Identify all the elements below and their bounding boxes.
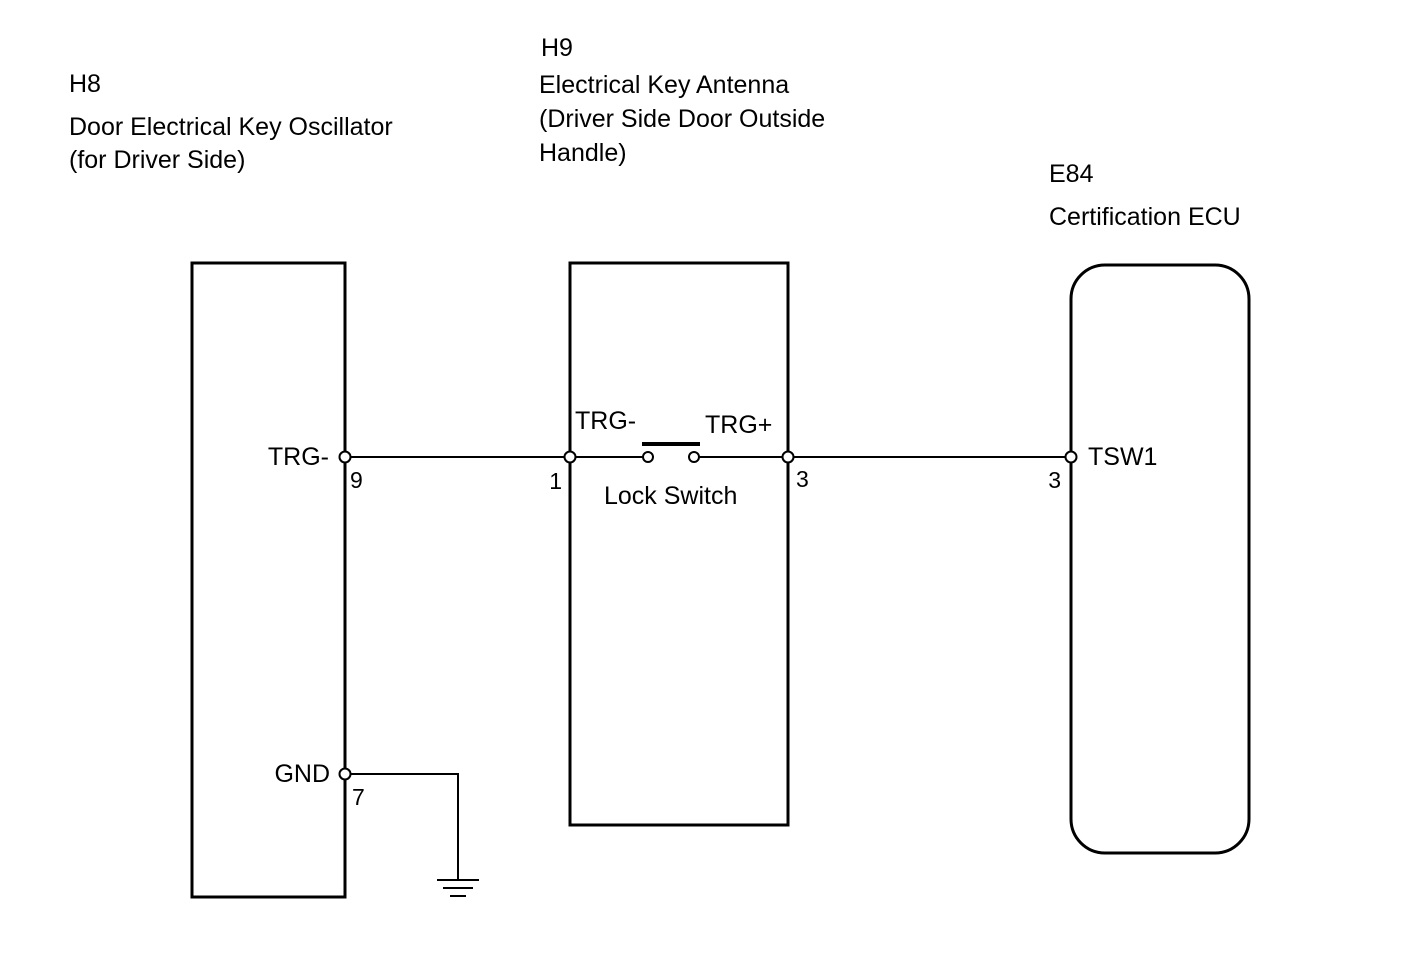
h8-code: H8 xyxy=(69,70,101,98)
h9-antenna-box xyxy=(568,261,790,827)
e84-name-line-1: Certification ECU xyxy=(1049,203,1241,231)
h9-code: H9 xyxy=(541,34,573,62)
h9-pin-1-terminal xyxy=(563,450,577,464)
h9-pin-3-number: 3 xyxy=(796,466,809,492)
e84-pin-3-terminal xyxy=(1064,450,1078,464)
h9-trg-plus-label: TRG+ xyxy=(705,411,772,439)
h8-pin-7-terminal xyxy=(338,767,352,781)
h8-pin-9-number: 9 xyxy=(350,467,363,493)
e84-title: E84 Certification ECU xyxy=(1049,160,1241,231)
h8-pin-7-number: 7 xyxy=(352,784,365,810)
h9-name-line-2: (Driver Side Door Outside xyxy=(539,105,825,133)
h9-title: H9 Electrical Key Antenna (Driver Side D… xyxy=(539,34,825,167)
h8-name-line-1: Door Electrical Key Oscillator xyxy=(69,113,393,141)
h8-oscillator-box xyxy=(190,261,347,899)
wire-gnd xyxy=(345,773,459,880)
e84-code: E84 xyxy=(1049,160,1094,188)
h9-name-line-1: Electrical Key Antenna xyxy=(539,71,789,99)
h9-pin-1-number: 1 xyxy=(549,468,562,494)
h8-gnd-label: GND xyxy=(274,760,330,788)
e84-tsw1-label: TSW1 xyxy=(1088,443,1157,471)
h8-pin-9-terminal xyxy=(338,450,352,464)
switch-terminal-right xyxy=(688,451,700,463)
h8-trg-label: TRG- xyxy=(268,443,329,471)
e84-pin-3-number: 3 xyxy=(1048,467,1061,493)
lock-switch-label: Lock Switch xyxy=(604,482,737,510)
ground-circuit xyxy=(345,773,479,897)
h9-trg-minus-label: TRG- xyxy=(575,407,636,435)
h8-name-line-2: (for Driver Side) xyxy=(69,146,245,174)
h9-pin-3-terminal xyxy=(781,450,795,464)
e84-ecu-box xyxy=(1069,263,1251,855)
h8-title: H8 Door Electrical Key Oscillator (for D… xyxy=(69,70,393,174)
h9-name-line-3: Handle) xyxy=(539,139,627,167)
switch-terminal-left xyxy=(642,451,654,463)
lock-switch: Lock Switch xyxy=(604,442,737,510)
